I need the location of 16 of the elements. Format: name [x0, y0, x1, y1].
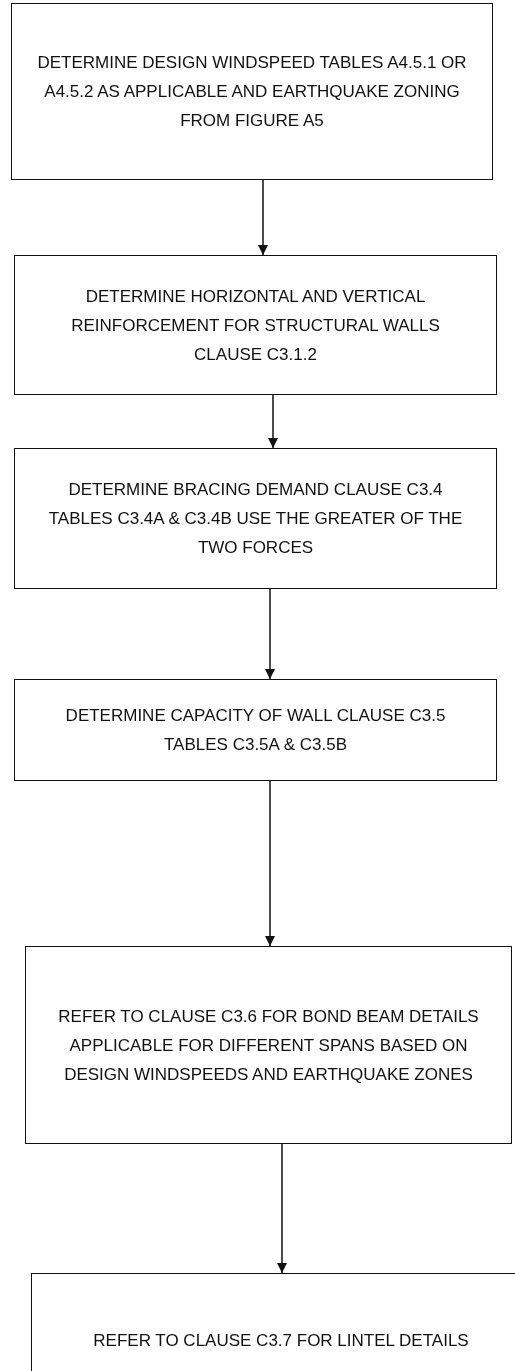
arrow [258, 179, 268, 256]
process-box [11, 3, 493, 180]
arrow [265, 588, 275, 680]
step-text: REFER TO CLAUSE C3.6 FOR BOND BEAM DETAILS APPLICABLE FOR DIFFERENT SPANS BASED ON DESIGN WINDSPEEDS AND EARTHQUAKE ZONES [57, 1005, 480, 1086]
step-text: DETERMINE HORIZONTAL AND VERTICAL REINFORCEMENT FOR STRUCTURAL WALLS CLAUSE C3.1.2 [70, 285, 441, 366]
arrow [277, 1143, 287, 1274]
step-text: DETERMINE DESIGN WINDSPEED TABLES A4.5.1 OR A4.5.2 AS APPLICABLE AND EARTHQUAKE ZONING FROM FIGURE A5 [36, 52, 468, 132]
process-box [14, 679, 497, 781]
process-box [25, 946, 512, 1144]
step-text: DETERMINE CAPACITY OF WALL CLAUSE C3.5 TABLES C3.5A & C3.5B [64, 705, 447, 756]
process-box [14, 448, 497, 589]
step-text: DETERMINE BRACING DEMAND CLAUSE C3.4 TABLES C3.4A & C3.4B USE THE GREATER OF THE TWO FORCES [47, 479, 464, 559]
step-text: REFER TO CLAUSE C3.7 FOR LINTEL DETAILS [92, 1330, 470, 1352]
process-box [14, 255, 497, 395]
arrow [265, 780, 275, 947]
arrow [268, 394, 278, 449]
